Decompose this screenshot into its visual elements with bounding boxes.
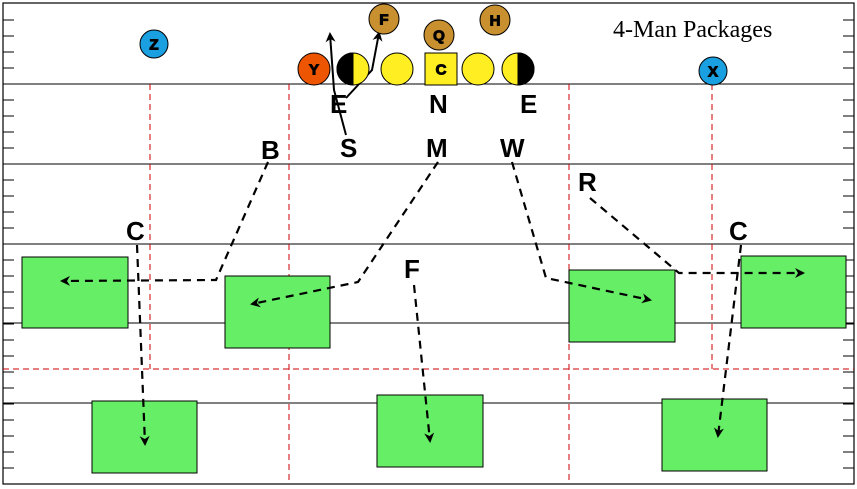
rush-routes [325,31,383,136]
center-label: C [436,62,447,79]
defense: E N E S M W B R F C C [126,89,748,284]
left-guard [380,52,414,86]
zone-flat-left [21,256,129,329]
hash-marks [3,19,854,469]
route-left-backer [60,161,270,286]
defender-strong-lb: S [340,133,357,163]
route-left-end-rush [345,31,383,99]
defender-left-corner: C [126,216,145,246]
zone-deep-left [91,400,198,474]
route-right-backer [589,197,805,278]
route-strong-lb-rush [325,32,347,136]
zone-hook-left [224,275,331,349]
right-guard [461,52,495,86]
defender-middle-lb: M [426,133,448,163]
quarterback-circle [423,19,455,51]
route-left-corner [135,244,150,446]
defender-right-end: E [520,89,537,119]
tight-end-circle [297,52,331,86]
defender-nose: N [429,89,448,119]
offense: Y C F Q H Z X [139,3,728,86]
defender-right-corner: C [729,216,748,246]
receiver-x-label: X [708,64,718,81]
zone-flat-right [740,255,847,329]
quarterback-label: Q [433,28,445,45]
halfback-circle [479,4,511,36]
defender-left-backer: B [261,135,280,165]
zone-deep-right [661,398,768,472]
defender-free-safety: F [404,254,420,284]
fullback-label: F [379,12,388,29]
left-tackle-split [336,52,370,86]
defender-right-backer: R [578,167,597,197]
halfback-label: H [490,13,501,30]
right-tackle-split [501,52,535,86]
receiver-x-circle [698,56,728,86]
diagram-title: 4-Man Packages [613,17,772,43]
coverage-routes [60,161,805,446]
receiver-z-label: Z [149,37,158,54]
center-box [424,52,458,86]
defender-weak-lb: W [500,133,525,163]
route-middle-lb [250,161,439,308]
defender-left-end: E [330,89,347,119]
receiver-z-circle [139,29,169,59]
fullback-circle [368,3,400,35]
zones [21,255,847,474]
tight-end-label: Y [309,62,319,79]
route-free-safety [412,284,435,443]
zone-hook-right [568,269,676,343]
route-right-corner [713,244,743,438]
